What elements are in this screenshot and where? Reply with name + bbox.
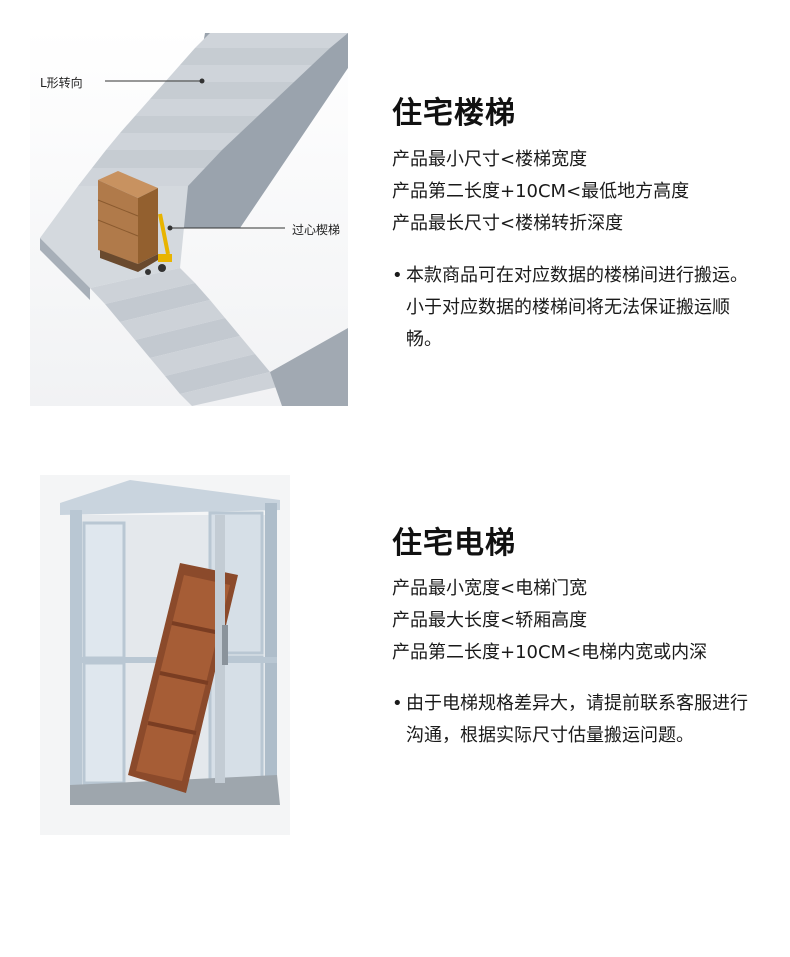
- bullet-icon: •: [392, 265, 403, 286]
- lower-flight: [90, 268, 348, 406]
- elevator-specs: 产品最小宽度<电梯门宽 产品最大长度<轿厢高度 产品第二长度+10CM<电梯内宽…: [392, 573, 707, 669]
- bookshelf: [128, 563, 238, 793]
- stairs-note-text: 本款商品可在对应数据的楼梯间进行搬运。小于对应数据的楼梯间将无法保证搬运顺畅。: [406, 265, 748, 350]
- callout-l-turn: L形转向: [40, 76, 83, 90]
- bullet-icon: •: [392, 693, 403, 714]
- elevator-spec-line: 产品最小宽度<电梯门宽: [392, 578, 588, 599]
- elevator-spec-line: 产品第二长度+10CM<电梯内宽或内深: [392, 642, 708, 663]
- stairs-spec-line: 产品第二长度+10CM<最低地方高度: [392, 181, 690, 202]
- stairs-spec-line: 产品最长尺寸<楼梯转折深度: [392, 213, 624, 234]
- callout-well-stair: 过心楔梯: [292, 223, 341, 237]
- upper-flight: [78, 33, 348, 186]
- stairs-illustration: [30, 28, 348, 406]
- elevator-spec-line: 产品最大长度<轿厢高度: [392, 610, 588, 631]
- elevator-title: 住宅电梯: [392, 526, 516, 561]
- elevator-illustration: [40, 475, 290, 835]
- stairs-title: 住宅楼梯: [392, 96, 516, 131]
- stairs-specs: 产品最小尺寸<楼梯宽度 产品第二长度+10CM<最低地方高度 产品最长尺寸<楼梯…: [392, 144, 689, 240]
- cargo-boxes: [97, 171, 158, 272]
- pallet-jack: [145, 213, 172, 275]
- stairs-note: • 本款商品可在对应数据的楼梯间进行搬运。小于对应数据的楼梯间将无法保证搬运顺畅…: [392, 260, 752, 356]
- elevator-note-text: 由于电梯规格差异大，请提前联系客服进行沟通，根据实际尺寸估量搬运问题。: [406, 693, 748, 746]
- elevator-section: 住宅电梯 产品最小宽度<电梯门宽 产品最大长度<轿厢高度 产品第二长度+10CM…: [0, 430, 790, 957]
- stairs-section: L形转向 过心楔梯 住宅楼梯 产品最小尺寸<楼梯宽度 产品第二长度+10CM<最…: [0, 0, 790, 430]
- stairs-spec-line: 产品最小尺寸<楼梯宽度: [392, 149, 588, 170]
- elevator-note: • 由于电梯规格差异大，请提前联系客服进行沟通，根据实际尺寸估量搬运问题。: [392, 688, 752, 752]
